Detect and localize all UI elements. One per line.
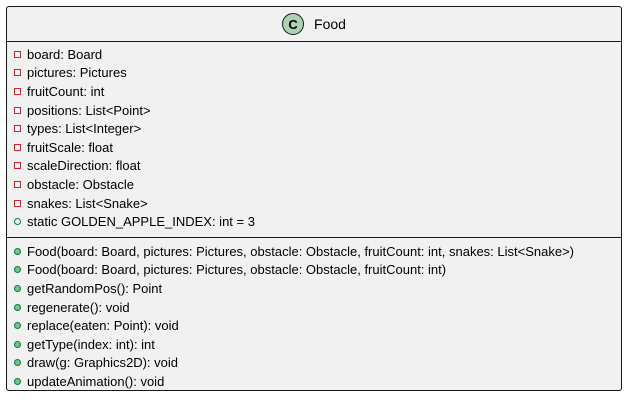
method-signature: replace(eaten: Point): void [27,318,179,334]
private-visibility-icon [14,162,21,170]
field-item: static GOLDEN_APPLE_INDEX: int = 3 [14,212,255,231]
field-item: positions: List<Point> [14,101,255,120]
method-signature: Food(board: Board, pictures: Pictures, o… [27,262,447,278]
method-signature: getRandomPos(): Point [27,280,163,296]
private-visibility-icon [14,106,21,114]
field-item: types: List<Integer> [14,119,255,138]
field-item: fruitCount: int [14,82,255,101]
method-item: updateAnimation(): void [14,372,574,391]
fields-compartment: board: Board pictures: Pictures fruitCount… [14,45,255,231]
field-signature: types: List<Integer> [27,121,142,137]
private-visibility-icon [14,87,21,95]
private-visibility-icon [14,143,21,151]
private-visibility-icon [14,50,21,58]
field-signature: positions: List<Point> [27,102,151,118]
class-header: C Food [7,7,621,41]
field-item: board: Board [14,45,255,64]
field-item: snakes: List<Snake> [14,194,255,213]
field-signature: pictures: Pictures [27,65,127,81]
class-stereotype-icon: C [282,13,305,35]
public-visibility-icon [14,359,21,367]
header-divider [7,41,621,42]
method-item: replace(eaten: Point): void [14,316,574,335]
method-item: getType(index: int): int [14,335,574,354]
method-signature: draw(g: Graphics2D): void [27,355,178,371]
field-item: scaleDirection: float [14,157,255,176]
fields-methods-divider [7,237,621,238]
class-name: Food [314,16,346,32]
method-signature: Food(board: Board, pictures: Pictures, o… [27,243,574,259]
field-signature: obstacle: Obstacle [27,176,134,192]
field-item: obstacle: Obstacle [14,175,255,194]
public-visibility-icon [14,377,21,385]
method-signature: updateAnimation(): void [27,373,165,389]
private-visibility-icon [14,180,21,188]
method-signature: getType(index: int): int [27,336,155,352]
field-signature: board: Board [27,46,103,62]
package-visibility-icon [14,218,21,226]
field-signature: snakes: List<Snake> [27,195,148,211]
private-visibility-icon [14,69,21,77]
field-item: fruitScale: float [14,138,255,157]
public-visibility-icon [14,284,21,292]
field-signature: scaleDirection: float [27,158,141,174]
method-item: Food(board: Board, pictures: Pictures, o… [14,242,574,261]
method-item: draw(g: Graphics2D): void [14,354,574,373]
public-visibility-icon [14,247,21,255]
class-box-food[interactable]: C Food board: Board pictures: Pictures fru… [6,6,622,391]
methods-compartment: Food(board: Board, pictures: Pictures, o… [14,242,574,391]
public-visibility-icon [14,303,21,311]
method-item: regenerate(): void [14,298,574,317]
method-signature: regenerate(): void [27,299,130,315]
field-signature: static GOLDEN_APPLE_INDEX: int = 3 [27,214,255,230]
field-signature: fruitScale: float [27,139,113,155]
field-signature: fruitCount: int [27,83,105,99]
method-item: getRandomPos(): Point [14,279,574,298]
private-visibility-icon [14,199,21,207]
private-visibility-icon [14,125,21,133]
public-visibility-icon [14,322,21,330]
field-item: pictures: Pictures [14,64,255,83]
public-visibility-icon [14,340,21,348]
public-visibility-icon [14,266,21,274]
method-item: Food(board: Board, pictures: Pictures, o… [14,261,574,280]
